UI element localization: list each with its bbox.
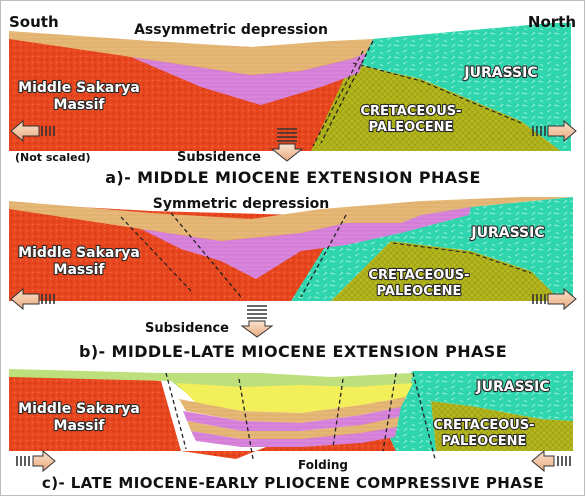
- panel-a-massif-label-1: Middle Sakarya: [18, 80, 140, 96]
- panel-c-caption: c)- LATE MIOCENE-EARLY PLIOCENE COMPRESS…: [42, 474, 544, 492]
- panel-a-depression-label: Assymmetric depression: [134, 22, 328, 38]
- north-label: North: [528, 13, 576, 31]
- panel-a-caption: a)- MIDDLE MIOCENE EXTENSION PHASE: [105, 168, 481, 187]
- panel-a-cretaceous-label-2: PALEOCENE: [369, 120, 454, 135]
- panel-b-cretaceous-label-2: PALEOCENE: [377, 284, 462, 299]
- panel-a-cretaceous-label-1: CRETACEOUS-: [360, 104, 461, 119]
- panel-b-process-label: Subsidence: [145, 321, 229, 336]
- panel-a-process-label: Subsidence: [177, 150, 261, 165]
- panel-c-cretaceous-label-2: PALEOCENE: [442, 434, 527, 449]
- panel-a-jurassic-label: JURASSIC: [463, 65, 537, 81]
- panel-c-cretaceous-label-1: CRETACEOUS-: [433, 418, 534, 433]
- panel-a-massif-label-2: Massif: [54, 97, 106, 113]
- south-label: South: [9, 13, 59, 31]
- panel-c-massif-label-1: Middle Sakarya: [18, 401, 140, 417]
- panel-b-jurassic-label: JURASSIC: [470, 225, 544, 241]
- not-scaled-note: (Not scaled): [15, 151, 91, 164]
- arrow-left-pointing-c: [532, 451, 570, 471]
- panel-b-depression-label: Symmetric depression: [153, 196, 329, 212]
- panel-b-massif-label-1: Middle Sakarya: [18, 245, 140, 261]
- arrow-right-pointing-c: [17, 451, 55, 471]
- panel-b-massif-label-2: Massif: [54, 262, 106, 278]
- subsidence-arrow-b: [242, 306, 272, 337]
- panel-c-jurassic-label: JURASSIC: [475, 379, 549, 395]
- panel-b: Symmetric depression Middle Sakarya Mass…: [9, 196, 576, 361]
- panel-a: South North Assymmetric depression Middl…: [9, 13, 576, 187]
- panel-c-process-label: Folding: [298, 458, 348, 472]
- panel-c: Middle Sakarya Massif JURASSIC CRETACEOU…: [9, 369, 573, 492]
- panel-c-massif-label-2: Massif: [54, 418, 106, 434]
- panel-b-cretaceous-label-1: CRETACEOUS-: [368, 268, 469, 283]
- panel-b-caption: b)- MIDDLE-LATE MIOCENE EXTENSION PHASE: [79, 342, 507, 361]
